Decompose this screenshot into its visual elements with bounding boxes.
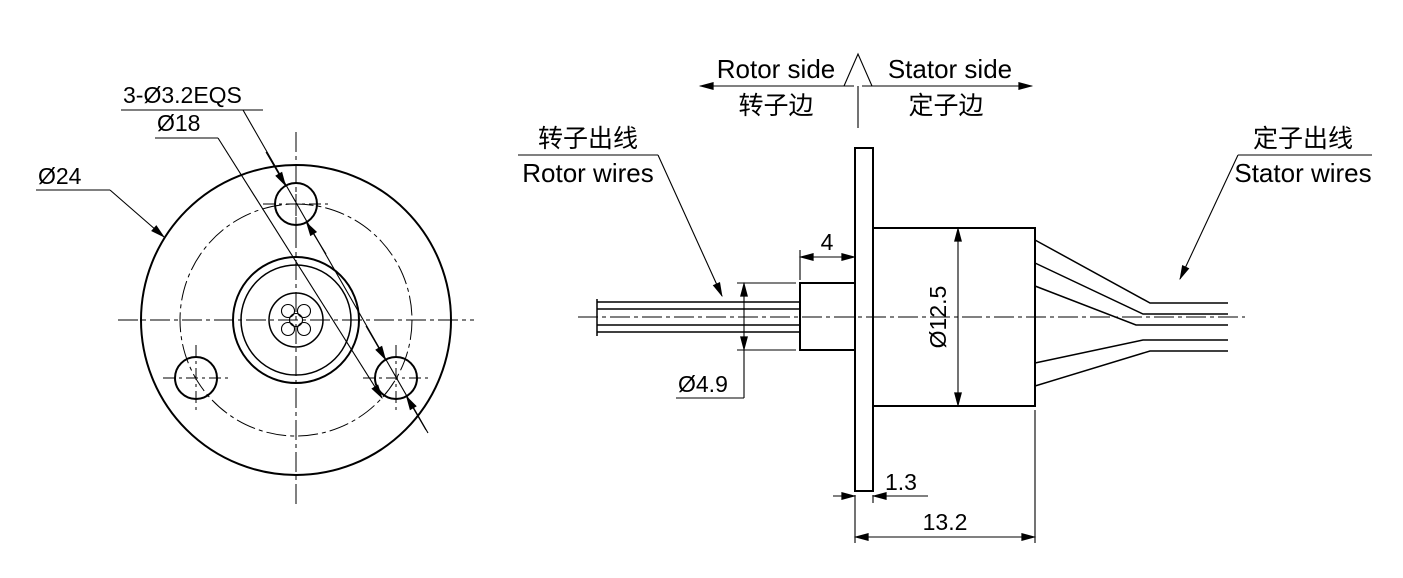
front-cap-inner-circle (240, 264, 352, 376)
stator-side-label: Stator side (888, 54, 1012, 84)
dim-total-length-label: 13.2 (923, 509, 968, 535)
front-wire-boss-circle (268, 292, 324, 348)
holes-dimension-label: 3-Ø3.2EQS (123, 82, 242, 108)
front-outer-circle (140, 164, 452, 476)
wire-line (1034, 239, 1228, 304)
stator-wires-leader (1179, 154, 1239, 281)
rotor-wires-leader (657, 154, 723, 298)
wire-line (1034, 262, 1228, 315)
bolt-circle-leader (217, 137, 383, 400)
stator-wires-label-en: Stator wires (1234, 158, 1371, 188)
front-leaders (36, 109, 429, 434)
dim-body-dia: Ø12.5 (925, 226, 962, 408)
stator-wires-callout: 定子出线 Stator wires (1179, 125, 1372, 281)
dim-shaft-length: 4 (798, 229, 857, 280)
hole-arrow (265, 151, 287, 187)
divider-peak (843, 52, 873, 87)
wire-hole (280, 321, 296, 337)
stator-side-label-zh: 定子边 (908, 92, 983, 120)
dim-body-dia-label: Ø12.5 (925, 286, 951, 349)
rotor-side-label-zh: 转子边 (738, 92, 813, 120)
outer-dia-dimension-label: Ø24 (38, 163, 82, 189)
stator-wires (1034, 239, 1228, 387)
flange-plate (854, 147, 874, 492)
hole-arrow (305, 221, 327, 255)
slip-ring-body (872, 227, 1036, 407)
outer-dia-leader (109, 189, 165, 238)
wire-hole (280, 303, 296, 319)
wire-hole (296, 303, 312, 319)
front-cap-outer-circle (232, 256, 360, 384)
side-header: Rotor side Stator side 转子边 定子边 (698, 52, 1034, 128)
stator-wires-label-zh: 定子出线 (1253, 125, 1353, 153)
dim-flange-thickness: 1.3 (833, 469, 928, 543)
rotor-wires-callout: 转子出线 Rotor wires (518, 125, 723, 298)
hole-arrow (365, 325, 387, 361)
front-view: 3-Ø3.2EQS Ø18 Ø24 (36, 82, 474, 508)
rotor-wires-label-en: Rotor wires (522, 158, 653, 188)
dim-shaft-dia-label: Ø4.9 (678, 371, 728, 397)
front-wire-holes (280, 303, 312, 337)
wire-hole (288, 312, 304, 328)
rotor-wires-label-zh: 转子出线 (538, 125, 638, 153)
wire-line (1034, 339, 1228, 364)
dim-shaft-length-label: 4 (821, 229, 834, 255)
holes-leader-line (242, 109, 429, 434)
wire-line (1034, 350, 1228, 387)
rotor-side-label: Rotor side (717, 54, 836, 84)
wire-hole (296, 321, 312, 337)
rotor-wires (596, 299, 800, 336)
dim-total-length: 13.2 (853, 410, 1037, 543)
bolt-circle-dimension-label: Ø18 (157, 110, 200, 136)
wire-line (1034, 285, 1228, 326)
dim-shaft-dia: Ø4.9 (676, 281, 796, 399)
side-view: Rotor side Stator side 转子边 定子边 转子出线 Roto… (518, 52, 1372, 543)
hole-arrow (405, 395, 427, 431)
dim-flange-thickness-label: 1.3 (885, 469, 917, 495)
